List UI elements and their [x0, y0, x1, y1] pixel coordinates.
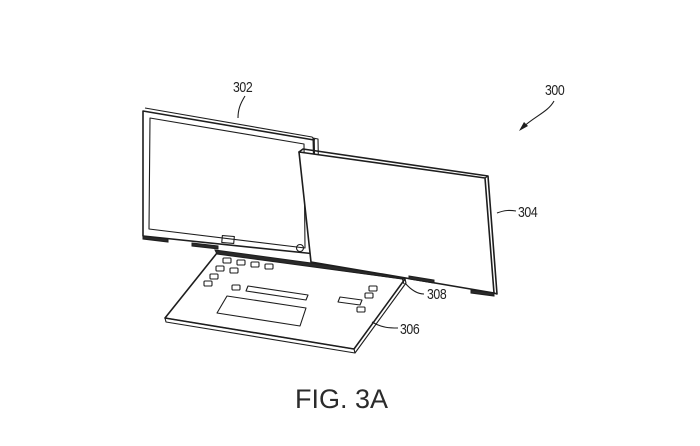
power-button-icon	[295, 243, 305, 253]
ref-302: 302	[233, 79, 253, 96]
figure-caption: FIG. 3A	[295, 384, 389, 414]
keyboard-base	[164, 249, 407, 354]
keyboard-keys	[203, 257, 378, 313]
secondary-display	[298, 148, 498, 297]
webcam-icon	[221, 234, 235, 245]
leader-302	[237, 95, 246, 119]
ref-308: 308	[427, 286, 447, 303]
ref-304: 304	[518, 204, 538, 221]
ref-300: 300	[545, 82, 565, 99]
leader-304	[496, 209, 517, 214]
arrow-head-icon	[519, 122, 528, 131]
touchpad	[216, 295, 307, 327]
ref-306: 306	[400, 321, 420, 338]
leader-306	[371, 321, 399, 329]
leader-308	[404, 282, 425, 295]
leader-300	[521, 100, 555, 129]
primary-display	[142, 107, 321, 255]
